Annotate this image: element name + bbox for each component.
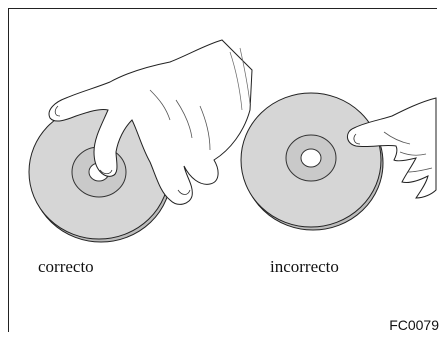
correct-handling-illustration — [29, 40, 252, 242]
figure-code: FC0079 — [389, 317, 439, 333]
disc-right-hole — [301, 149, 321, 167]
caption-incorrect: incorrecto — [270, 257, 339, 277]
incorrect-handling-illustration — [241, 93, 436, 230]
caption-correct: correcto — [38, 257, 94, 277]
